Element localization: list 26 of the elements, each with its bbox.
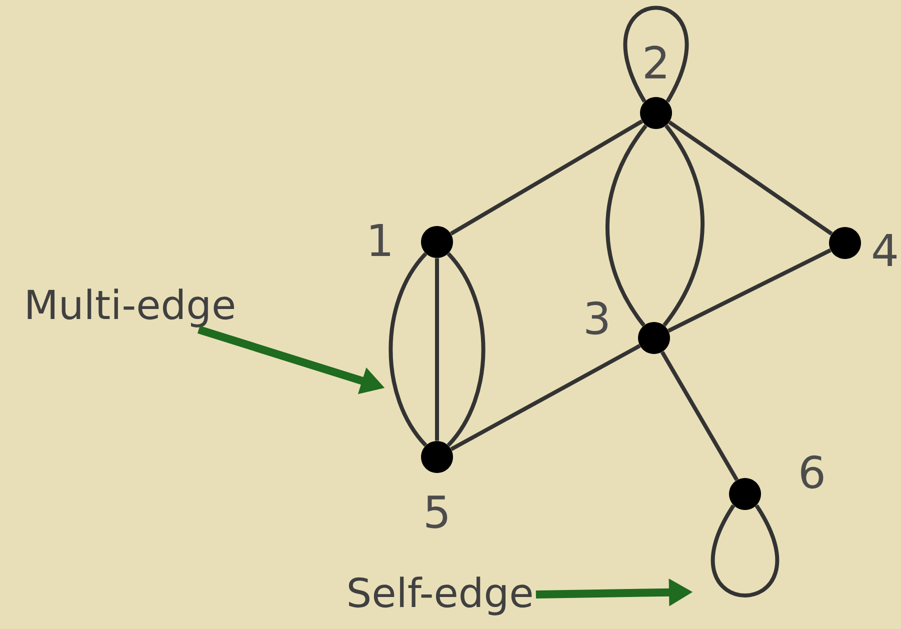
vertex-dot [729,478,762,510]
vertex-dot [421,226,453,258]
graph-edge [388,252,428,447]
self-loop [711,504,779,598]
graph-edge [662,124,704,327]
graph-edge [660,351,739,482]
vertex-label: 3 [586,301,608,335]
vertex-dot [829,227,861,259]
graph-edge [668,120,833,236]
vertex-label: 6 [801,455,824,489]
graph-edge [446,252,486,447]
vertex-label: 2 [645,46,666,78]
vertex-dot [638,322,670,354]
graph-edge [668,248,832,333]
annotation-text: Multi-edge [28,288,234,328]
self-loop [624,6,688,102]
graph-edge [435,258,439,441]
graph-edge [450,344,641,451]
vertex-label: 1 [370,224,390,256]
vertex-dot [421,441,453,473]
annotation-text: Self-edge [348,576,532,616]
vertex-dot [640,97,672,129]
vertex-label: 4 [873,234,897,266]
graph-edge [606,124,648,327]
graph-edge [450,120,644,236]
vertex-label: 5 [426,496,448,528]
